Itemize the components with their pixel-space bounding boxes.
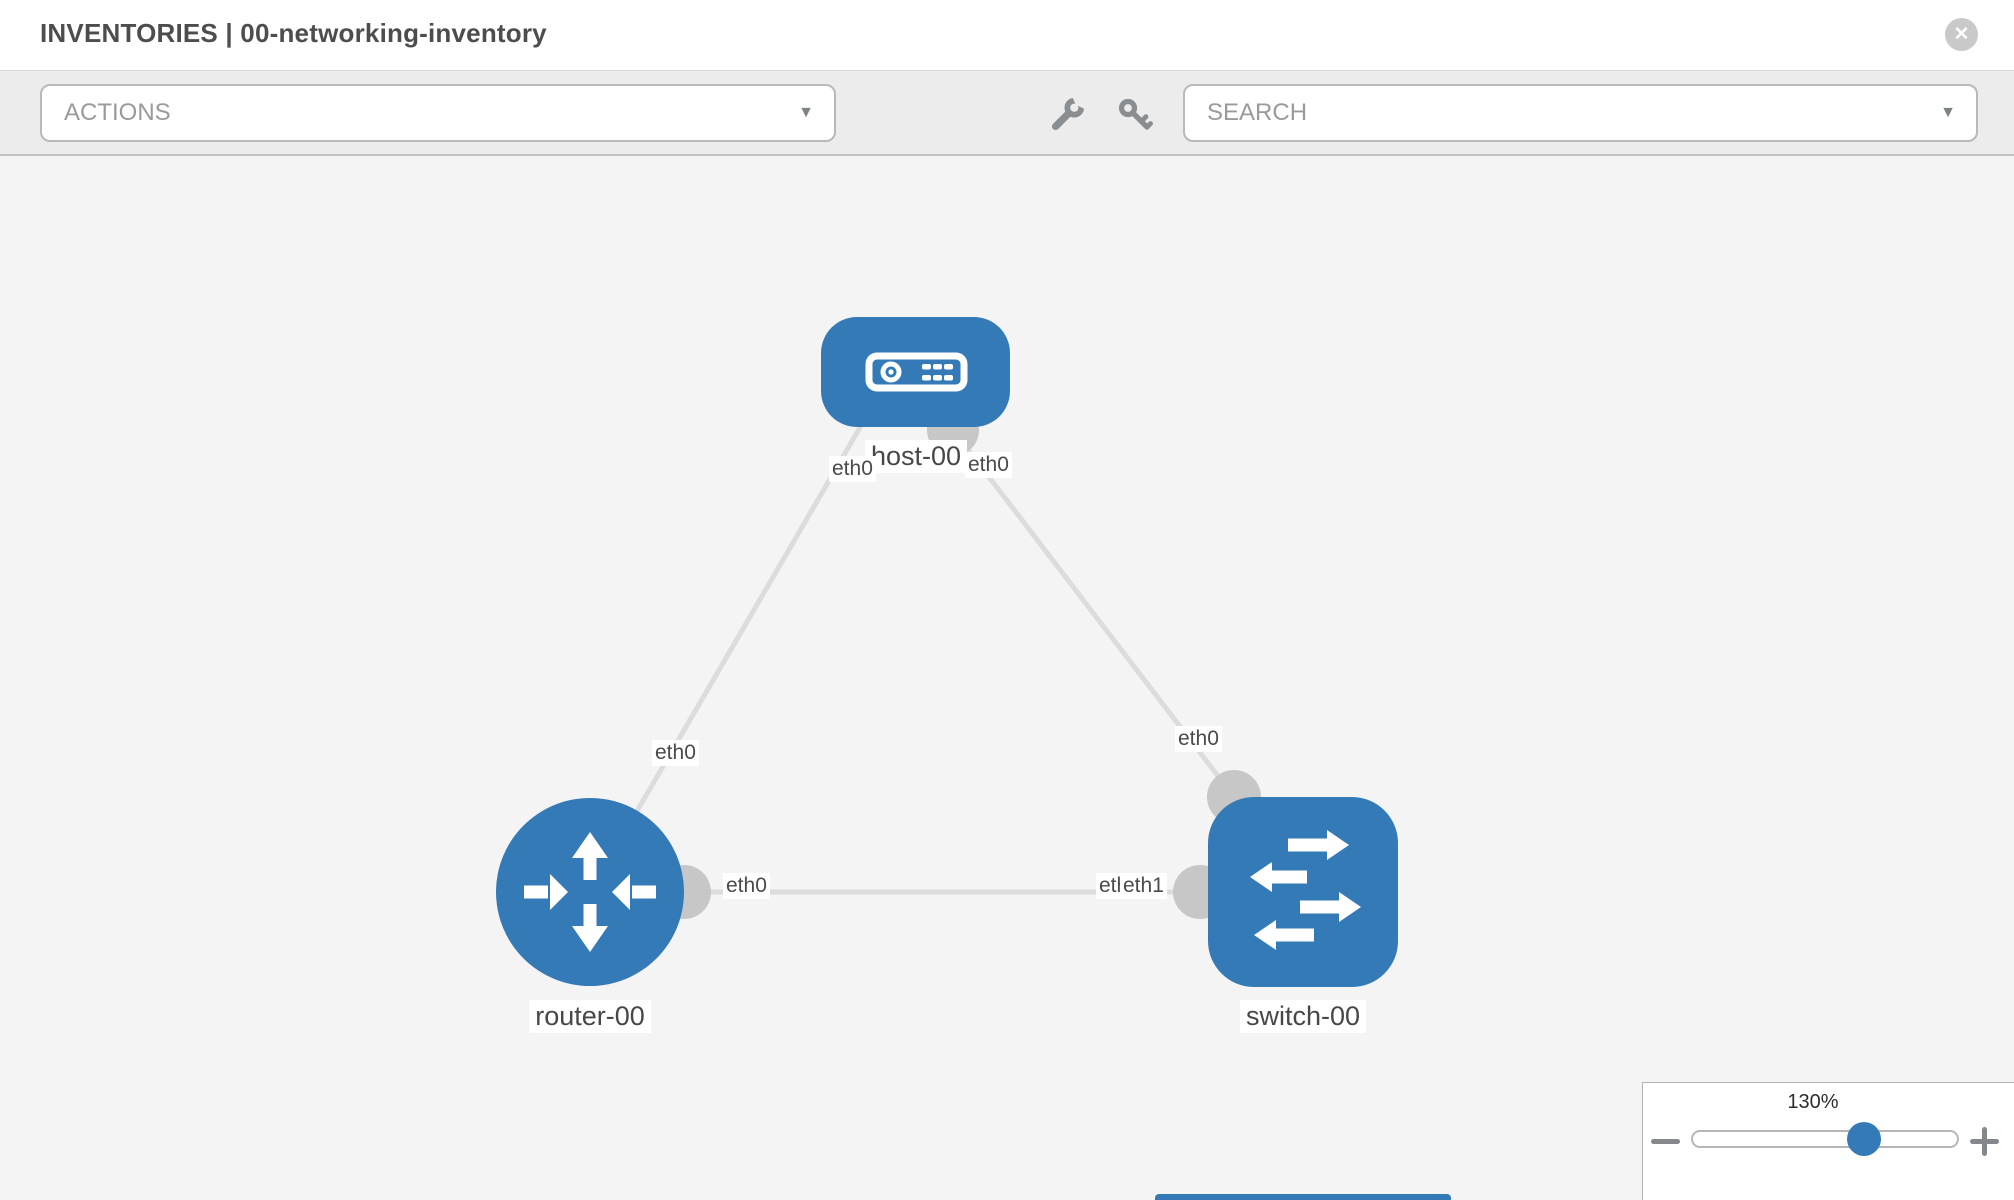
host-icon (865, 352, 968, 392)
chevron-down-icon: ▼ (1940, 104, 1956, 121)
node-label-switch: switch-00 (1239, 1000, 1367, 1033)
key-button[interactable] (1116, 96, 1154, 134)
topology-links-svg (587, 404, 1261, 919)
chevron-down-icon: ▼ (798, 104, 814, 121)
interface-label-router-to-switch: eth0 (723, 873, 770, 899)
zoom-slider-handle[interactable] (1847, 1122, 1881, 1156)
interface-label-switch-to-host: eth0 (1175, 726, 1222, 752)
topology-canvas[interactable]: host-00 router-00 switch-00 eth0 eth0 et… (0, 156, 2014, 1200)
search-dropdown-label: SEARCH (1207, 99, 1308, 126)
wrench-icon (1051, 96, 1086, 131)
node-label-router: router-00 (529, 1000, 651, 1033)
node-host[interactable] (821, 317, 1010, 427)
actions-dropdown-label: ACTIONS (64, 99, 171, 126)
page-title: INVENTORIES | 00-networking-inventory (40, 18, 547, 48)
key-icon (1118, 98, 1153, 130)
router-icon (524, 832, 656, 952)
zoom-in-button[interactable] (1970, 1127, 1999, 1156)
close-icon: ✕ (1953, 24, 1970, 45)
wrench-button[interactable] (1048, 96, 1086, 134)
zoom-slider-track[interactable] (1691, 1130, 1959, 1148)
switch-icon (1250, 830, 1361, 950)
interface-label-switch-eth1: eth1 (1120, 873, 1167, 899)
header: INVENTORIES | 00-networking-inventory ✕ (0, 0, 2014, 70)
close-button[interactable]: ✕ (1945, 18, 1978, 51)
plus-icon (1982, 1127, 1987, 1156)
zoom-level-value: 130% (1787, 1091, 1839, 1113)
zoom-out-button[interactable] (1651, 1139, 1680, 1144)
zoom-panel: 130% (1642, 1082, 2014, 1200)
node-switch[interactable] (1208, 797, 1398, 987)
search-dropdown[interactable]: SEARCH ▼ (1183, 84, 1978, 142)
actions-dropdown[interactable]: ACTIONS ▼ (40, 84, 836, 142)
interface-label-router-to-host: eth0 (652, 740, 699, 766)
node-router[interactable] (496, 798, 684, 986)
interface-label-host-right: eth0 (965, 452, 1012, 478)
node-label-host: host-00 (864, 440, 968, 473)
partial-node-bottom-edge (1155, 1194, 1451, 1200)
interface-label-host-left: eth0 (829, 456, 876, 482)
